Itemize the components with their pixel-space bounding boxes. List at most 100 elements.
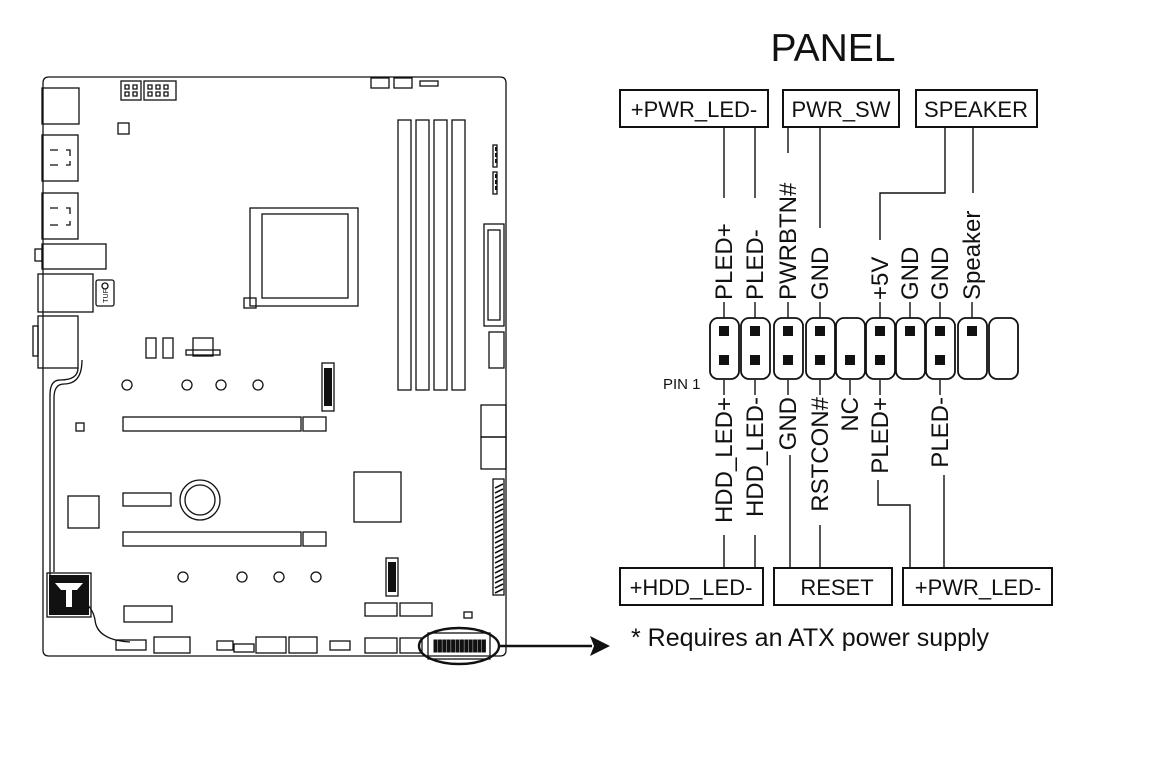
pin-1-label: PIN 1 [663,376,701,393]
heatsink-stripe [494,578,504,584]
heatsink-stripe [494,503,504,509]
pin-column [709,317,740,380]
bottom-hdd-led-label: +HDD_LED- [630,575,753,600]
heatsink-stripe [494,523,504,529]
bottom-pin [719,355,729,365]
tuf-corner-mark [49,575,89,615]
motherboard [32,76,507,660]
bottom-pin-label: RSTCON# [807,396,834,511]
board-header-pin [437,639,442,653]
bottom-pin-label: HDD_LED+ [711,397,738,523]
board-header-pin [459,639,464,653]
bottom-pin-label: PLED+ [867,397,894,474]
board-header-pin [442,639,447,653]
heatsink-stripe [494,583,504,589]
bottom-pin [845,355,855,365]
heatsink-stripe [494,573,504,579]
board-header-pin [455,639,460,653]
heatsink-stripe [494,498,504,504]
heatsink-stripe [494,508,504,514]
pin-column [957,317,988,380]
top-pin-label: Speaker [959,211,986,300]
bottom-pin-label: NC [837,397,864,432]
label-boxes [619,89,1053,606]
pin-column [835,317,866,380]
top-pwr-led-box [619,89,769,128]
top-pin [783,326,793,336]
pwr-sw-box [782,89,900,128]
top-pin-label: PLED- [742,229,769,300]
arrow-right-icon [590,636,610,656]
board-corner-logo [46,572,92,618]
footnote: * Requires an ATX power supply [631,624,990,652]
bottom-pin-label: HDD_LED- [742,397,769,517]
board-logo-text: TUF [103,289,110,303]
board-pad-fills [324,147,497,592]
board-header-pin [481,639,486,653]
board-panel-header-pins [433,639,486,653]
top-pin-label: GND [807,247,834,300]
pin-column [773,317,804,380]
reset-box [773,567,893,606]
top-pin-label: GND [897,247,924,300]
heatsink-stripe [494,483,504,489]
top-pin [967,326,977,336]
board-header-pin [473,639,478,653]
board-header-pin [468,639,473,653]
connector-lines [723,127,974,568]
header-callout [417,626,610,666]
bottom-pin [875,355,885,365]
bottom-pin [935,355,945,365]
bottom-pin [750,355,760,365]
heatsink-stripe [494,543,504,549]
vrm-heatsink-stripes [494,483,504,594]
heatsink-stripe [494,538,504,544]
heatsink-stripe [494,513,504,519]
heatsink-stripe [494,533,504,539]
bottom-pwr-led-box [902,567,1053,606]
top-pin [750,326,760,336]
heatsink-stripe [494,563,504,569]
bottom-pin [783,355,793,365]
board-header-pin [477,639,482,653]
top-pin-label: +5V [867,257,894,300]
top-pin-label: PLED+ [711,223,738,300]
top-pin [875,326,885,336]
bottom-hdd-led-box [619,567,764,606]
pin-column [988,317,1019,380]
bottom-pin-label: PLED- [927,397,954,468]
heatsink-stripe [494,518,504,524]
top-pin [935,326,945,336]
top-pin [905,326,915,336]
panel-pin-header [709,317,1019,380]
speaker-label: SPEAKER [924,97,1028,122]
heatsink-stripe [494,493,504,499]
top-pin [815,326,825,336]
heatsink-stripe [494,568,504,574]
top-pin-label: PWRBTN# [775,182,802,300]
tuf-logo-icon [95,279,115,307]
board-header-pin [433,639,438,653]
pin-column [740,317,771,380]
heatsink-stripe [494,588,504,594]
heatsink-stripe [494,528,504,534]
heatsink-stripe [494,488,504,494]
board-header-pin [451,639,456,653]
board-header-pin [464,639,469,653]
pwr-sw-label: PWR_SW [792,97,891,122]
panel-title: PANEL [771,27,896,70]
bottom-pin [815,355,825,365]
top-pin-label: GND [927,247,954,300]
bottom-pwr-led-label: +PWR_LED- [915,575,1042,600]
pin-column [865,317,896,380]
speaker-box [915,89,1038,128]
pin-column [895,317,926,380]
pin-column [925,317,956,380]
heatsink-stripe [494,553,504,559]
pin-column [805,317,836,380]
reset-label: RESET [800,575,873,600]
